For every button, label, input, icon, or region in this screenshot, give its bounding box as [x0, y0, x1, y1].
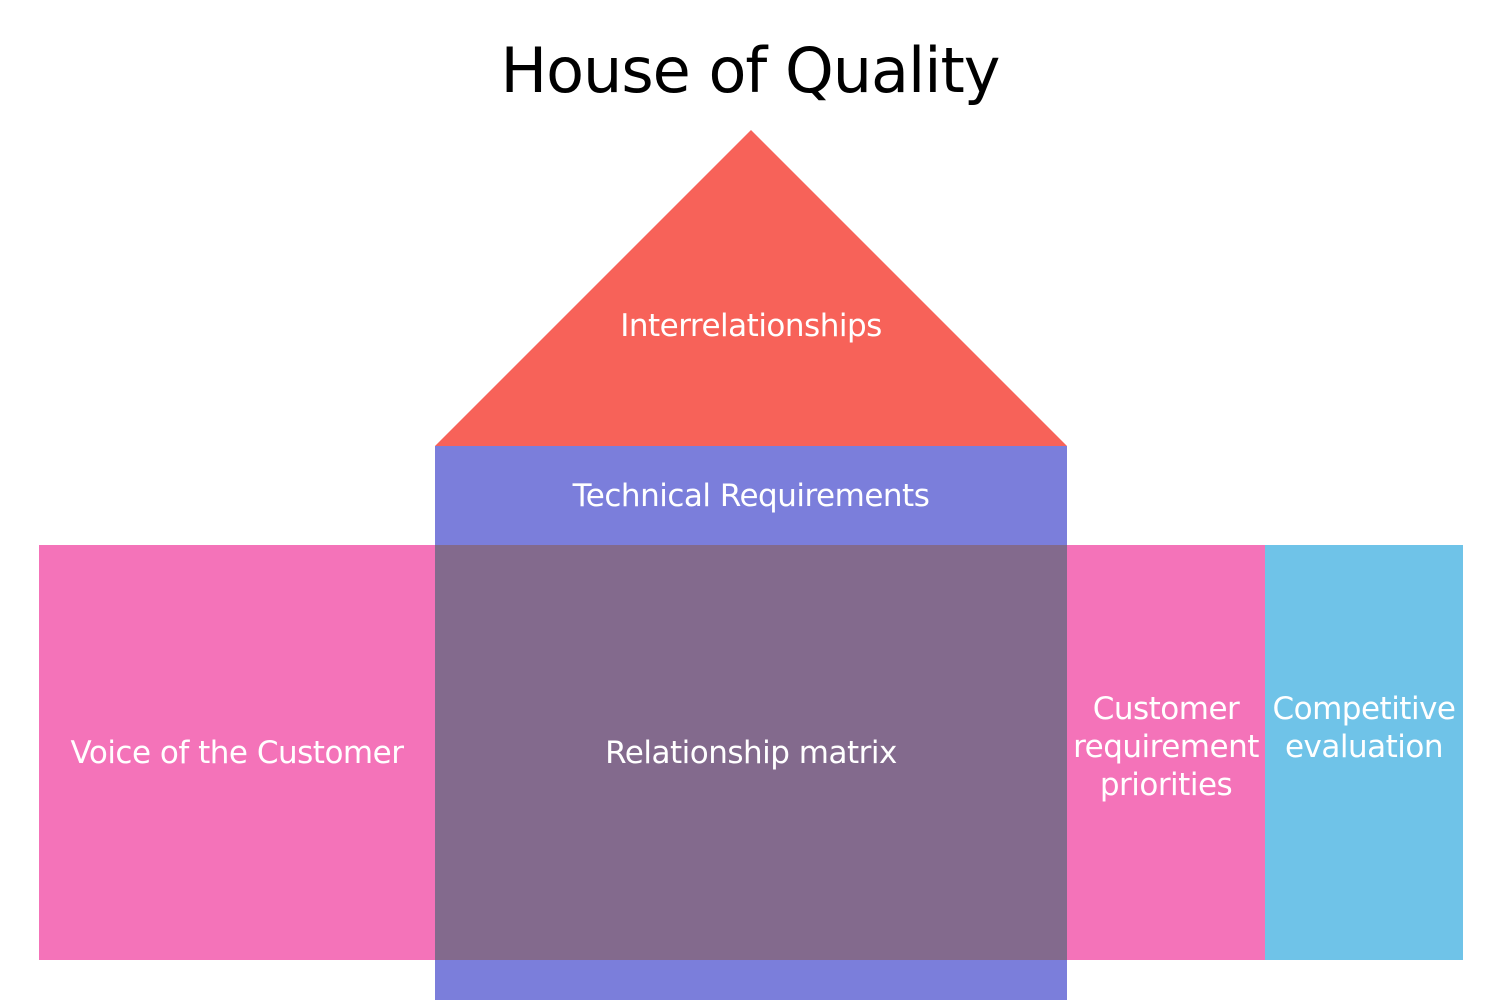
voice-of-customer-box: Voice of the Customer [39, 545, 435, 960]
technical-requirements-box: Technical Requirements [435, 446, 1067, 545]
customer-priorities-label: Customer requirement priorities [1073, 690, 1259, 803]
competitive-evaluation-label: Competitive evaluation [1272, 690, 1456, 765]
bottom-strip [435, 960, 1067, 1000]
relationship-matrix-box: Relationship matrix [435, 545, 1067, 960]
diagram-title: House of Quality [500, 34, 1000, 107]
interrelationships-label: Interrelationships [620, 308, 882, 344]
interrelationships-triangle [435, 130, 1067, 446]
technical-requirements-label: Technical Requirements [572, 477, 930, 514]
voice-of-customer-label: Voice of the Customer [70, 734, 404, 771]
competitive-evaluation-box: Competitive evaluation [1265, 545, 1463, 960]
customer-priorities-box: Customer requirement priorities [1067, 545, 1265, 960]
relationship-matrix-label: Relationship matrix [605, 734, 897, 771]
